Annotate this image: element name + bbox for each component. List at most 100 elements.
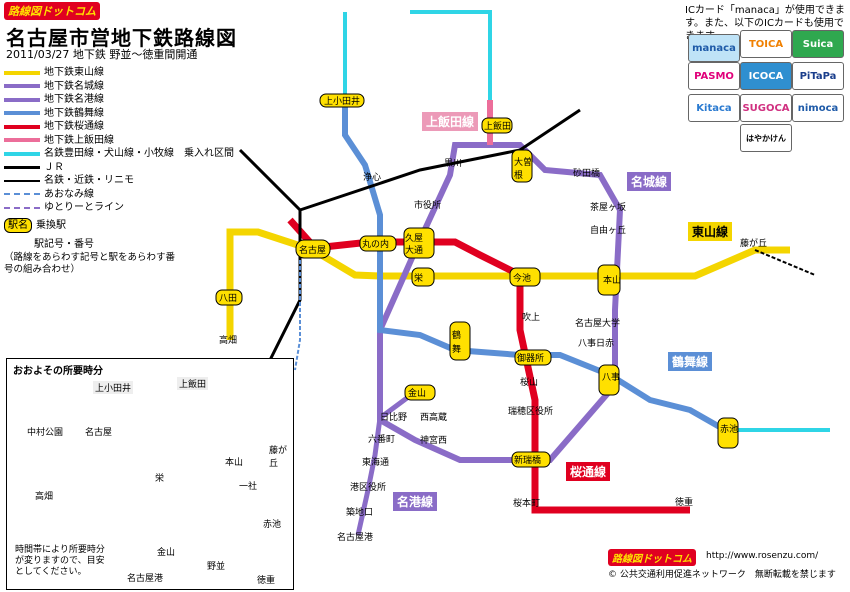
ic-card-sugoca: SUGOCA	[740, 94, 792, 122]
ic-card-pitapa: PiTaPa	[792, 62, 844, 90]
station-sakuramoto: 桜本町	[513, 497, 540, 509]
station-box	[403, 227, 435, 259]
legend-swatch	[4, 124, 40, 129]
legend-item: 地下鉄桜通線	[4, 120, 234, 134]
ic-card-icoca: ICOCA	[740, 62, 792, 90]
station-kanayama: 金山	[408, 387, 426, 399]
ic-card-kitaca: Kitaca	[688, 94, 740, 122]
tsurumai-line	[342, 100, 727, 433]
komaki-through-line	[410, 10, 492, 100]
legend-swatch	[4, 179, 40, 182]
ic-card-manaca: manaca	[688, 34, 740, 62]
station-box	[514, 349, 552, 366]
station-jiyugaoka: 自由ヶ丘	[590, 224, 626, 236]
legend-swatch	[4, 84, 40, 89]
legend-label: ゆとりーとライン	[44, 202, 124, 213]
footer-logo[interactable]: 路線図ドットコム	[608, 549, 696, 566]
legend-item: ゆとりーとライン	[4, 201, 234, 215]
ic-card-suica: Suica	[792, 30, 844, 58]
ic-card-nimoca: nimoca	[792, 94, 844, 122]
legend-item: 地下鉄上飯田線	[4, 134, 234, 148]
station-hatta: 八田	[219, 293, 237, 304]
legend-item: あおなみ線	[4, 188, 234, 202]
station-box	[449, 321, 471, 361]
legend-item: ＪＲ	[4, 161, 234, 175]
station-fukiage: 吹上	[522, 311, 540, 323]
station-nagoyadaigaku: 名古屋大学	[575, 317, 620, 329]
station-shiyakusho: 市役所	[414, 199, 441, 211]
station-ozone2: 根	[514, 169, 523, 181]
station-takabata: 高畑	[219, 334, 237, 346]
inset-note: 時間帯により所要時分が変りますので、目安としてください。	[15, 545, 105, 577]
inset-station: 栄	[155, 474, 165, 484]
station-nagoyako: 名古屋港	[337, 531, 373, 543]
station-yagotonisseki: 八事日赤	[578, 337, 614, 349]
legend-code-desc: 駅記号・番号	[34, 239, 94, 250]
sakuradori-line	[287, 217, 690, 514]
station-box	[717, 417, 739, 449]
legend-item: 地下鉄名城線	[4, 80, 234, 94]
page-subtitle: 2011/03/27 地下鉄 野並〜徳重間開通	[6, 48, 198, 61]
station-nagoya: 名古屋	[299, 244, 326, 256]
label-higashiyama-line: 東山線	[688, 222, 733, 241]
station-ozone: 大曽	[514, 156, 532, 168]
station-motoyama: 本山	[603, 274, 621, 286]
station-imaike: 今池	[513, 272, 531, 284]
legend-transfer-box: 駅名	[4, 217, 32, 233]
legend-transfer: 駅名乗換駅	[4, 217, 234, 233]
station-aratamabashi: 新瑞橋	[514, 454, 541, 466]
legend-code-note: （路線をあらわす記号と駅をあらわす番号の組み合わせ）	[4, 251, 176, 275]
station-sakae: 栄	[414, 272, 423, 284]
legend-label: 地下鉄上飯田線	[44, 134, 114, 146]
station-sunadabashi: 砂田橋	[573, 167, 600, 179]
inset-station: 上小田井	[93, 381, 134, 394]
legend-label: 地下鉄桜通線	[44, 121, 104, 132]
linimo-line	[754, 249, 816, 276]
station-fujigaoka: 藤が丘	[740, 237, 767, 249]
station-akaike: 赤池	[720, 423, 738, 435]
legend-item: 地下鉄東山線	[4, 66, 234, 80]
station-box	[404, 384, 436, 401]
station-mizuhokuyakusho: 瑞穂区役所	[508, 405, 553, 417]
station-tsurumai: 鶴	[452, 329, 461, 341]
ic-card-hayakaken: はやかけん	[740, 124, 792, 152]
station-tsurumai2: 舞	[452, 344, 461, 355]
legend-code: 駅記号・番号	[4, 238, 234, 252]
footer-copyright: © 公共交通利用促進ネットワーク 無断転載を禁じます	[608, 570, 836, 580]
station-box	[359, 235, 397, 252]
station-chayagasaka: 茶屋ヶ坂	[590, 201, 626, 213]
station-joushin: 浄心	[363, 171, 381, 183]
station-yagoto: 八事	[602, 371, 620, 383]
legend-swatch	[4, 97, 40, 102]
station-labels: 上小田井 名古屋 丸の内 久屋 大通 栄 今池 本山 金山 御器所 新瑞橋 大曽…	[219, 95, 767, 543]
inset-station: 赤池	[263, 520, 282, 530]
inset-station: 一社	[239, 482, 258, 492]
station-box	[509, 267, 541, 287]
legend-swatch	[4, 70, 40, 75]
legend-label: あおなみ線	[44, 188, 94, 200]
legend-item: 名鉄豊田線・犬山線・小牧線 乗入れ区間	[4, 147, 234, 161]
site-logo[interactable]: 路線図ドットコム	[4, 2, 100, 20]
station-minatokuyakusho: 港区役所	[350, 481, 386, 493]
station-marunouchi: 丸の内	[362, 238, 389, 250]
legend-label: 地下鉄名港線	[44, 94, 104, 105]
station-box	[597, 264, 621, 296]
inset-station: 藤が丘	[269, 446, 288, 469]
station-box	[511, 451, 551, 468]
aonami-line	[294, 260, 301, 371]
legend-swatch	[4, 138, 40, 143]
travel-time-inset: おおよその所要時分 時間帯により所要時分が変りますので、目安としてください。 上…	[6, 358, 294, 590]
station-box	[295, 239, 331, 259]
station-tokaidori: 東海通	[362, 456, 389, 468]
footer-url[interactable]: http://www.rosenzu.com/	[706, 551, 819, 561]
legend-label: 地下鉄鶴舞線	[44, 107, 104, 119]
station-rokubancho: 六番町	[368, 433, 395, 445]
legend-swatch	[4, 206, 40, 209]
legend-item: 地下鉄鶴舞線	[4, 107, 234, 121]
ic-card-toica: TOICA	[740, 30, 792, 58]
inset-station: 高畑	[35, 492, 54, 502]
label-meiko-line: 名港線	[393, 492, 438, 511]
station-tokushige: 徳重	[675, 496, 693, 508]
legend-label: 名鉄・近鉄・リニモ	[44, 175, 134, 186]
